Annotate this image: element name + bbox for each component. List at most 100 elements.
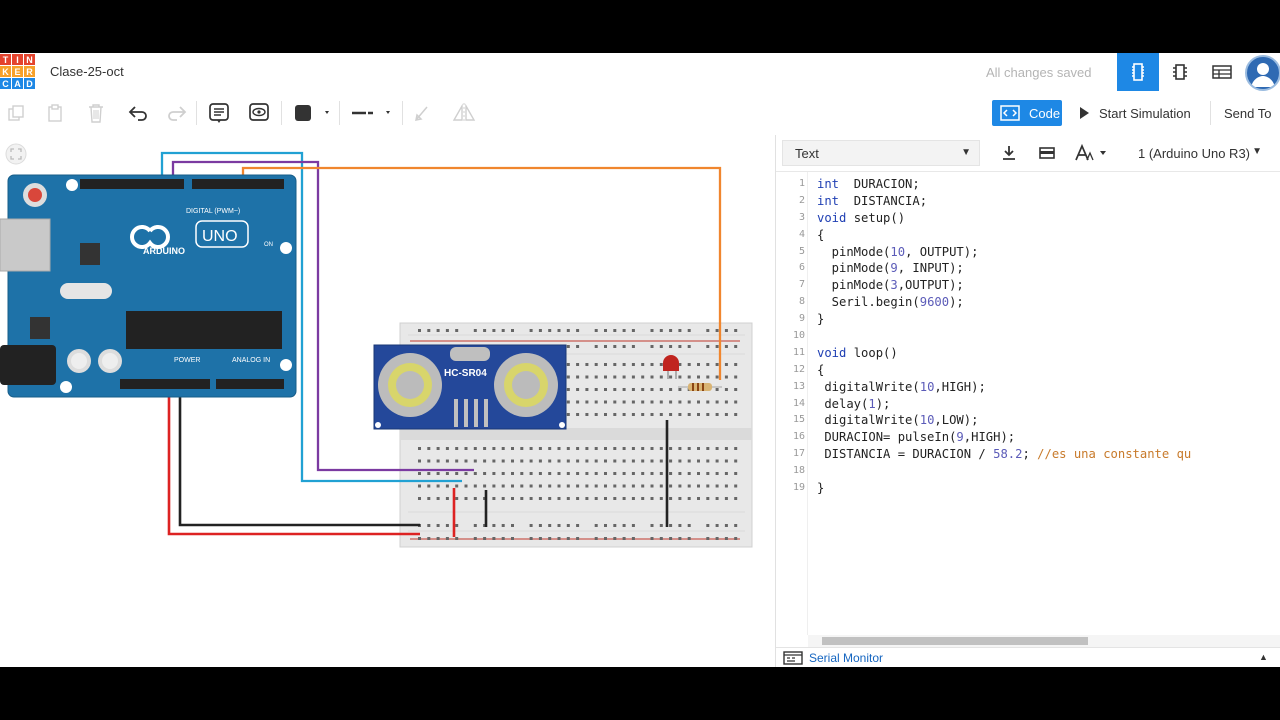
wire-blue[interactable] xyxy=(160,151,462,483)
code-token: pinMode( xyxy=(817,278,891,293)
code-token: Seril.begin( xyxy=(817,295,920,310)
horizontal-scrollbar[interactable] xyxy=(808,635,1280,647)
line-number: 9 xyxy=(798,313,805,325)
code-line[interactable]: 14 delay(1); xyxy=(776,396,1280,413)
code-token: //es una constante qu xyxy=(1037,447,1192,462)
logo-letter: E xyxy=(12,66,23,77)
send-to-button[interactable]: Send To xyxy=(1224,106,1272,121)
note-button[interactable] xyxy=(207,99,231,127)
chevron-down-icon: ▼ xyxy=(1252,146,1262,157)
rotate-button[interactable] xyxy=(410,99,434,127)
toolbar-divider xyxy=(1210,101,1211,125)
code-line[interactable]: 7 pinMode(3,OUTPUT); xyxy=(776,277,1280,294)
toolbar: Code Start Simulation Send To xyxy=(0,91,1280,135)
code-line[interactable]: 10 xyxy=(776,328,1280,345)
code-mode-dropdown[interactable]: Text ▼ xyxy=(782,140,980,166)
code-line[interactable]: 16 DURACION= pulseIn(9,HIGH); xyxy=(776,429,1280,446)
letterbox-bottom xyxy=(0,667,1280,720)
wire-red[interactable] xyxy=(167,382,420,536)
user-avatar[interactable] xyxy=(1245,55,1280,91)
delete-button[interactable] xyxy=(84,99,108,127)
line-number: 10 xyxy=(792,330,805,342)
code-line[interactable]: 9} xyxy=(776,311,1280,328)
code-button[interactable]: Code xyxy=(992,100,1062,126)
hc-sr04-sensor[interactable]: HC-SR04 xyxy=(373,344,567,430)
code-token: ,HIGH); xyxy=(934,379,986,394)
chevron-down-icon: ▼ xyxy=(961,147,971,158)
redo-icon xyxy=(168,106,187,121)
download-icon[interactable] xyxy=(1000,144,1018,162)
chevron-up-icon[interactable]: ▲ xyxy=(1259,652,1268,662)
code-token: DISTANCIA = DURACION / xyxy=(817,447,994,462)
resistor[interactable] xyxy=(678,383,722,391)
start-simulation-label: Start Simulation xyxy=(1099,105,1191,121)
code-line[interactable]: 18 xyxy=(776,463,1280,480)
start-simulation-button[interactable]: Start Simulation xyxy=(1078,100,1191,126)
code-token: 9 xyxy=(956,430,964,445)
line-number: 1 xyxy=(798,178,805,189)
line-number: 8 xyxy=(798,296,805,308)
code-line[interactable]: 15 digitalWrite(10,LOW); xyxy=(776,412,1280,429)
code-token: 3 xyxy=(890,278,898,293)
line-number: 3 xyxy=(798,211,805,223)
mirror-button[interactable] xyxy=(452,99,476,127)
code-token: pinMode( xyxy=(817,261,891,276)
code-token: void xyxy=(817,210,847,225)
code-line[interactable]: 17 DISTANCIA = DURACION / 58.2; //es una… xyxy=(776,446,1280,463)
code-text: Seril.begin(9600); xyxy=(817,294,964,311)
fill-color-icon xyxy=(295,105,329,121)
code-token: { xyxy=(817,227,825,242)
line-style-dropdown[interactable] xyxy=(348,99,396,127)
spreadsheet-button[interactable] xyxy=(1201,53,1243,91)
circuit-canvas[interactable]: ARDUINO UNO DIGITAL (PWM~) POWER ANALOG … xyxy=(0,135,775,667)
code-line[interactable]: 12{ xyxy=(776,362,1280,379)
code-text: digitalWrite(10,LOW); xyxy=(817,412,978,429)
toolbar-divider xyxy=(196,101,197,125)
red-led[interactable] xyxy=(663,355,679,379)
code-token: } xyxy=(817,481,825,496)
serial-monitor-bar[interactable]: Serial Monitor ▲ xyxy=(776,647,1280,667)
arduino-uno[interactable]: ARDUINO UNO DIGITAL (PWM~) POWER ANALOG … xyxy=(0,174,297,398)
font-size-icon[interactable] xyxy=(1074,144,1108,162)
sensor-label: HC-SR04 xyxy=(444,368,487,379)
code-button-label: Code xyxy=(1029,105,1061,121)
line-number: 13 xyxy=(792,380,805,392)
zoom-to-fit-icon[interactable] xyxy=(5,143,27,165)
line-number: 2 xyxy=(798,194,805,206)
component-list-icon xyxy=(1173,64,1187,80)
design-title[interactable]: Clase-25-oct xyxy=(50,64,124,79)
code-token: 10 xyxy=(919,379,935,394)
code-line[interactable]: 19} xyxy=(776,480,1280,497)
code-line[interactable]: 5 pinMode(10, OUTPUT); xyxy=(776,244,1280,261)
logo-letter: D xyxy=(24,78,35,89)
code-line[interactable]: 8 Seril.begin(9600); xyxy=(776,294,1280,311)
undo-button[interactable] xyxy=(126,99,150,127)
copy-button[interactable] xyxy=(4,99,28,127)
line-number: 7 xyxy=(798,279,805,291)
paste-button[interactable] xyxy=(43,99,67,127)
code-token: int xyxy=(817,177,840,191)
code-line[interactable]: 13 digitalWrite(10,HIGH); xyxy=(776,379,1280,396)
board-dropdown[interactable]: 1 (Arduino Uno R3) ▼ xyxy=(1138,140,1268,166)
redo-button[interactable] xyxy=(165,99,189,127)
wire-black[interactable] xyxy=(178,382,420,527)
wire-purple[interactable] xyxy=(171,160,474,472)
code-line[interactable]: 6 pinMode(9, INPUT); xyxy=(776,260,1280,277)
code-token: ,LOW); xyxy=(934,413,979,428)
digital-label: DIGITAL (PWM~) xyxy=(186,208,240,215)
code-line[interactable]: 4{ xyxy=(776,227,1280,244)
notes-visibility-button[interactable] xyxy=(247,99,271,127)
component-list-button[interactable] xyxy=(1159,53,1201,91)
circuit-view-button[interactable] xyxy=(1117,53,1159,91)
upload-to-board-icon[interactable] xyxy=(1038,144,1056,162)
letterbox-top xyxy=(0,0,1280,53)
scrollbar-thumb[interactable] xyxy=(822,637,1088,645)
fill-color-dropdown[interactable] xyxy=(290,99,334,127)
